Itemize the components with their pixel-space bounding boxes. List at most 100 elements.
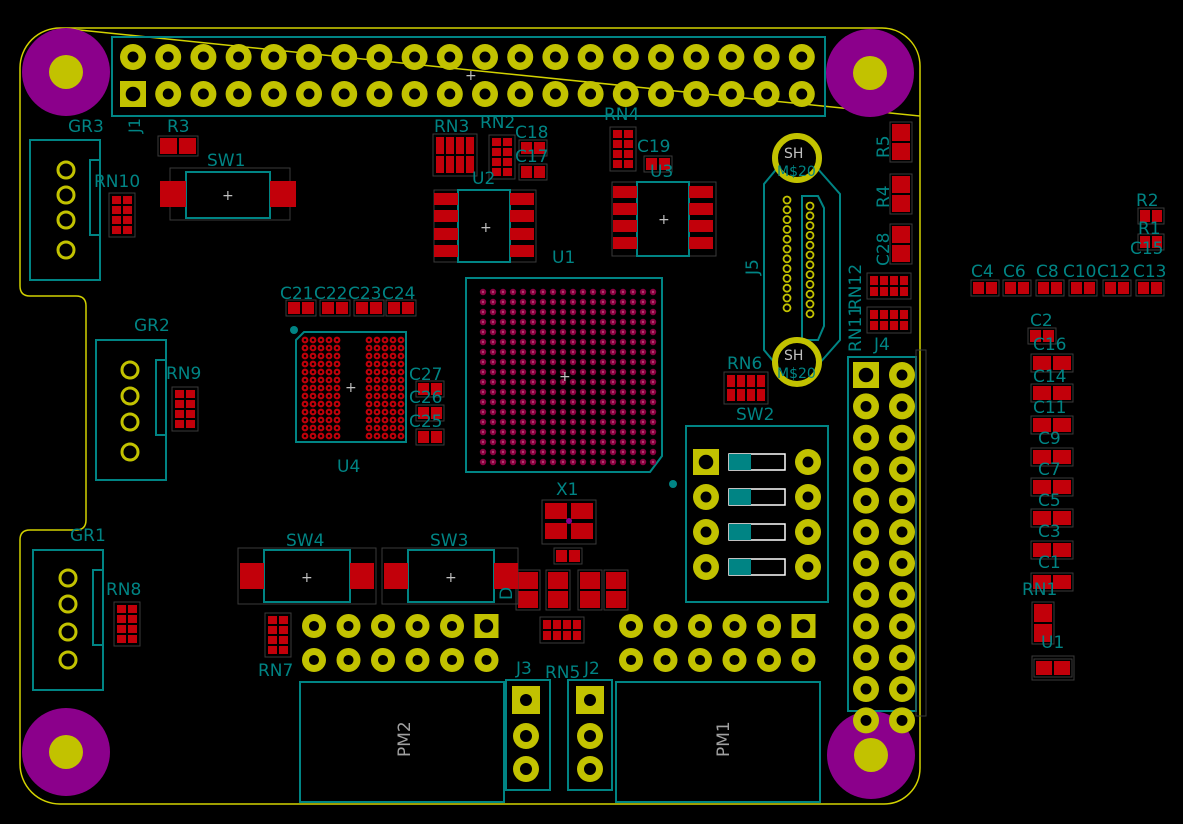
resistor-network[interactable]: [488, 134, 516, 180]
resistor-network[interactable]: [866, 272, 912, 300]
j4-pin[interactable]: [853, 487, 879, 514]
sw4-switch[interactable]: SW4 +: [237, 531, 377, 605]
resistor-network[interactable]: [171, 386, 199, 432]
j1-pin[interactable]: [683, 44, 710, 70]
pmod1-pin[interactable]: [791, 648, 816, 672]
j1-pin[interactable]: [225, 44, 252, 70]
pm1-module[interactable]: PM1: [615, 681, 821, 803]
smd-part[interactable]: [577, 569, 603, 611]
j5-pin[interactable]: [805, 299, 815, 309]
j1-pin[interactable]: [612, 81, 639, 107]
resistor-network[interactable]: [432, 133, 478, 177]
pmod2-pin[interactable]: [336, 614, 361, 638]
smd-part[interactable]: [415, 428, 445, 446]
smd-part[interactable]: [415, 380, 445, 398]
sw2-toggle[interactable]: [728, 523, 786, 541]
x1-crystal[interactable]: X1: [541, 480, 597, 545]
smd-part[interactable]: [285, 299, 317, 317]
j1-pin[interactable]: [436, 44, 463, 70]
pmod1-pin[interactable]: [722, 648, 747, 672]
smd-part[interactable]: [1027, 327, 1057, 345]
j1-pin[interactable]: [788, 44, 815, 70]
j1-pin[interactable]: [331, 81, 358, 107]
smd-part[interactable]: [1102, 279, 1132, 297]
j5-pin[interactable]: [782, 234, 792, 244]
j5-pin[interactable]: [782, 283, 792, 293]
j4-pin[interactable]: [889, 362, 915, 388]
sw2-pin[interactable]: [795, 554, 821, 580]
j1-pin[interactable]: [401, 44, 428, 70]
j5-pin[interactable]: [805, 309, 815, 319]
j1-pin[interactable]: [788, 81, 815, 107]
sw2-toggle[interactable]: [728, 453, 786, 471]
sw2-pin[interactable]: [795, 484, 821, 510]
sw2-toggle[interactable]: [728, 488, 786, 506]
smd-part[interactable]: [1033, 658, 1073, 678]
j5-pin[interactable]: [782, 254, 792, 264]
pmod2-pin[interactable]: [405, 648, 430, 672]
pmod2-pin[interactable]: [405, 614, 430, 638]
j4-pin[interactable]: [889, 424, 915, 451]
j1-pin[interactable]: [542, 81, 569, 107]
j4-pin[interactable]: [853, 676, 879, 702]
j1-pin[interactable]: [436, 81, 463, 107]
pmod2-pin[interactable]: [302, 648, 326, 672]
pmod2-pin[interactable]: [302, 614, 326, 638]
smd-part[interactable]: [1030, 383, 1074, 403]
j1-pin[interactable]: [612, 44, 639, 70]
j5-pin[interactable]: [782, 293, 792, 303]
j3-header[interactable]: J3: [505, 659, 551, 791]
resistor-network[interactable]: [609, 126, 637, 172]
j5-pin[interactable]: [805, 201, 815, 211]
j1-pin-1[interactable]: [120, 81, 146, 107]
smd-part[interactable]: [385, 299, 417, 317]
j5-pin[interactable]: [782, 205, 792, 215]
j1-pin[interactable]: [190, 44, 217, 70]
sw1-switch[interactable]: SW1 +: [160, 151, 296, 221]
resistor-network[interactable]: [539, 616, 585, 644]
smd-part[interactable]: [1031, 601, 1055, 645]
j5-pin[interactable]: [805, 230, 815, 240]
sw2-pin[interactable]: [693, 519, 719, 545]
j1-pin[interactable]: [577, 81, 604, 107]
j5-pin[interactable]: [782, 273, 792, 283]
smd-part[interactable]: [1030, 508, 1074, 528]
sw2-pin-1[interactable]: [693, 449, 719, 475]
j4-header[interactable]: J4: [847, 335, 927, 734]
j1-pin[interactable]: [648, 44, 674, 70]
j4-pin[interactable]: [889, 644, 915, 671]
j1-pin[interactable]: [472, 81, 498, 107]
pmod1-pin[interactable]: [653, 614, 678, 638]
j5-pin[interactable]: [805, 289, 815, 299]
smd-part[interactable]: [1030, 415, 1074, 435]
j1-pin[interactable]: [648, 81, 674, 107]
gr3-connector[interactable]: GR3: [29, 117, 104, 281]
j1-pin[interactable]: [190, 81, 217, 107]
j1-pin[interactable]: [155, 44, 182, 70]
resistor-network[interactable]: [264, 612, 292, 658]
j5-pin[interactable]: [782, 224, 792, 234]
pmod1-pin[interactable]: [722, 614, 747, 638]
smd-part[interactable]: [545, 569, 571, 611]
sw2-toggle[interactable]: [728, 558, 786, 576]
resistor-network[interactable]: [723, 371, 769, 405]
j1-pin[interactable]: [401, 81, 428, 107]
j1-pin[interactable]: [542, 44, 569, 70]
smd-part[interactable]: [1030, 447, 1074, 467]
smd-part[interactable]: [1135, 279, 1165, 297]
gr1-connector[interactable]: GR1: [32, 526, 106, 691]
pmod1-pin[interactable]: [688, 614, 712, 638]
j1-pin[interactable]: [577, 44, 604, 70]
j5-pin[interactable]: [805, 240, 815, 250]
j5-pin[interactable]: [805, 270, 815, 280]
pmod2-pin-1[interactable]: [474, 614, 499, 638]
pmod2-pin[interactable]: [440, 614, 464, 638]
j1-pin[interactable]: [331, 44, 358, 70]
sw3-switch[interactable]: SW3 +: [381, 531, 519, 605]
j4-pin-1[interactable]: [853, 362, 879, 388]
smd-part[interactable]: [518, 139, 548, 157]
j1-pin[interactable]: [260, 44, 287, 70]
smd-part[interactable]: [1030, 477, 1074, 497]
j5-connector[interactable]: SH M$20 SH M$20 J5: [743, 133, 841, 387]
